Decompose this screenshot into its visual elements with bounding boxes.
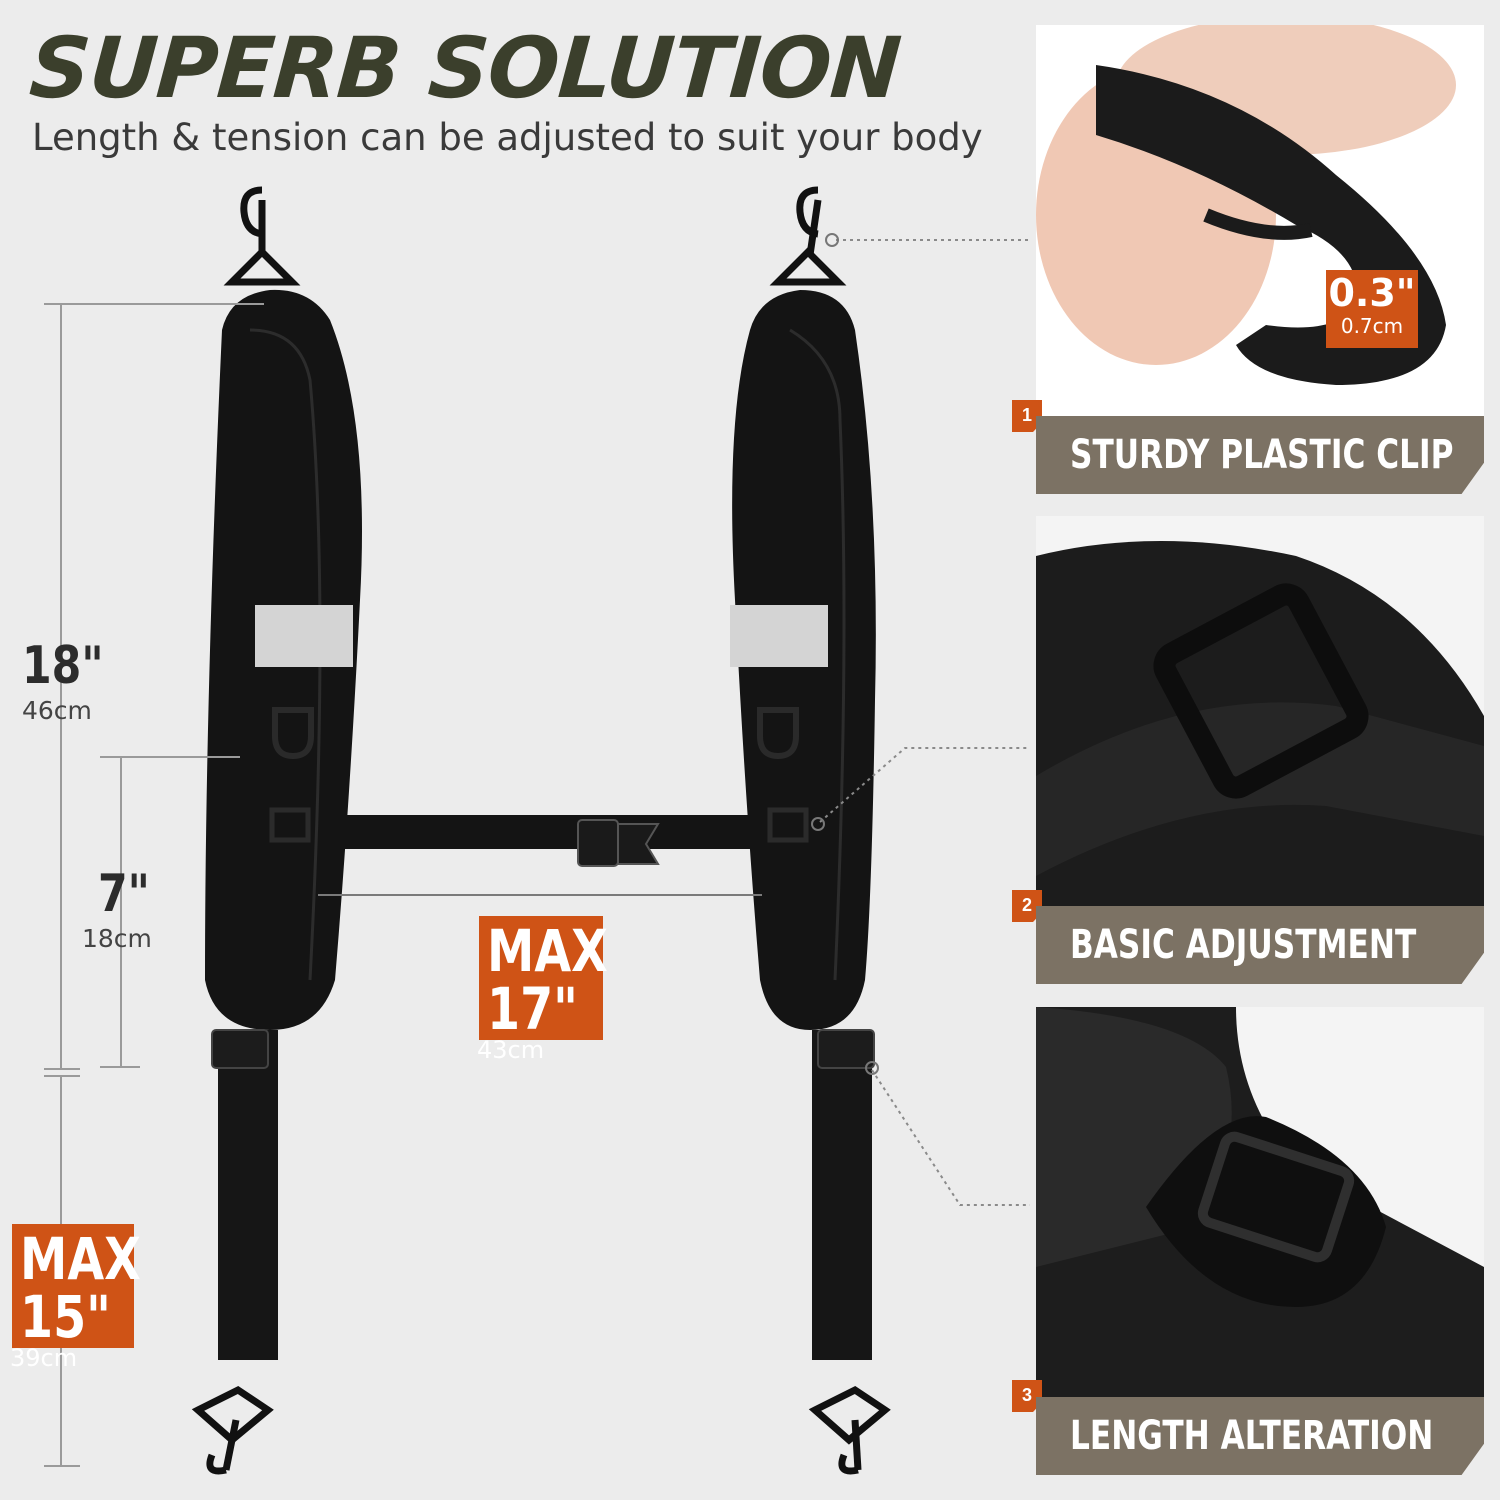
page-subtitle: Length & tension can be adjusted to suit… bbox=[32, 116, 983, 159]
gap-callout-tag: 0.3" 0.7cm bbox=[1326, 270, 1418, 348]
adjuster-photo bbox=[1036, 516, 1484, 908]
right-lower-strap bbox=[812, 1030, 872, 1360]
chest-buckle-icon bbox=[577, 819, 660, 867]
left-top-hook-icon bbox=[223, 186, 301, 286]
ladder-lock-photo bbox=[1036, 1007, 1484, 1399]
right-top-hook-icon bbox=[769, 186, 847, 286]
chest-strap bbox=[320, 815, 770, 849]
right-reflective-strip bbox=[730, 605, 828, 667]
shoulder-straps-image bbox=[191, 186, 1030, 1475]
left-lower-strap bbox=[218, 1030, 278, 1360]
feature-label-2: BASIC ADJUSTMENT bbox=[1036, 906, 1484, 984]
left-bottom-hook-icon bbox=[191, 1385, 274, 1475]
chest-strap-max-tag: MAX 17"43cm bbox=[477, 916, 608, 1064]
lower-pad-measure: 7" 18cm bbox=[82, 864, 152, 953]
pad-length-measure: 18" 46cm bbox=[22, 636, 104, 725]
left-reflective-strip bbox=[255, 605, 353, 667]
feature-label-1: STURDY PLASTIC CLIP bbox=[1036, 416, 1484, 494]
clip-photo: 0.3" 0.7cm bbox=[1036, 25, 1484, 417]
lower-strap-max-tag: MAX 15"39cm bbox=[10, 1224, 141, 1372]
feature-label-3: LENGTH ALTERATION bbox=[1036, 1397, 1484, 1475]
right-bottom-hook-icon bbox=[808, 1385, 891, 1475]
